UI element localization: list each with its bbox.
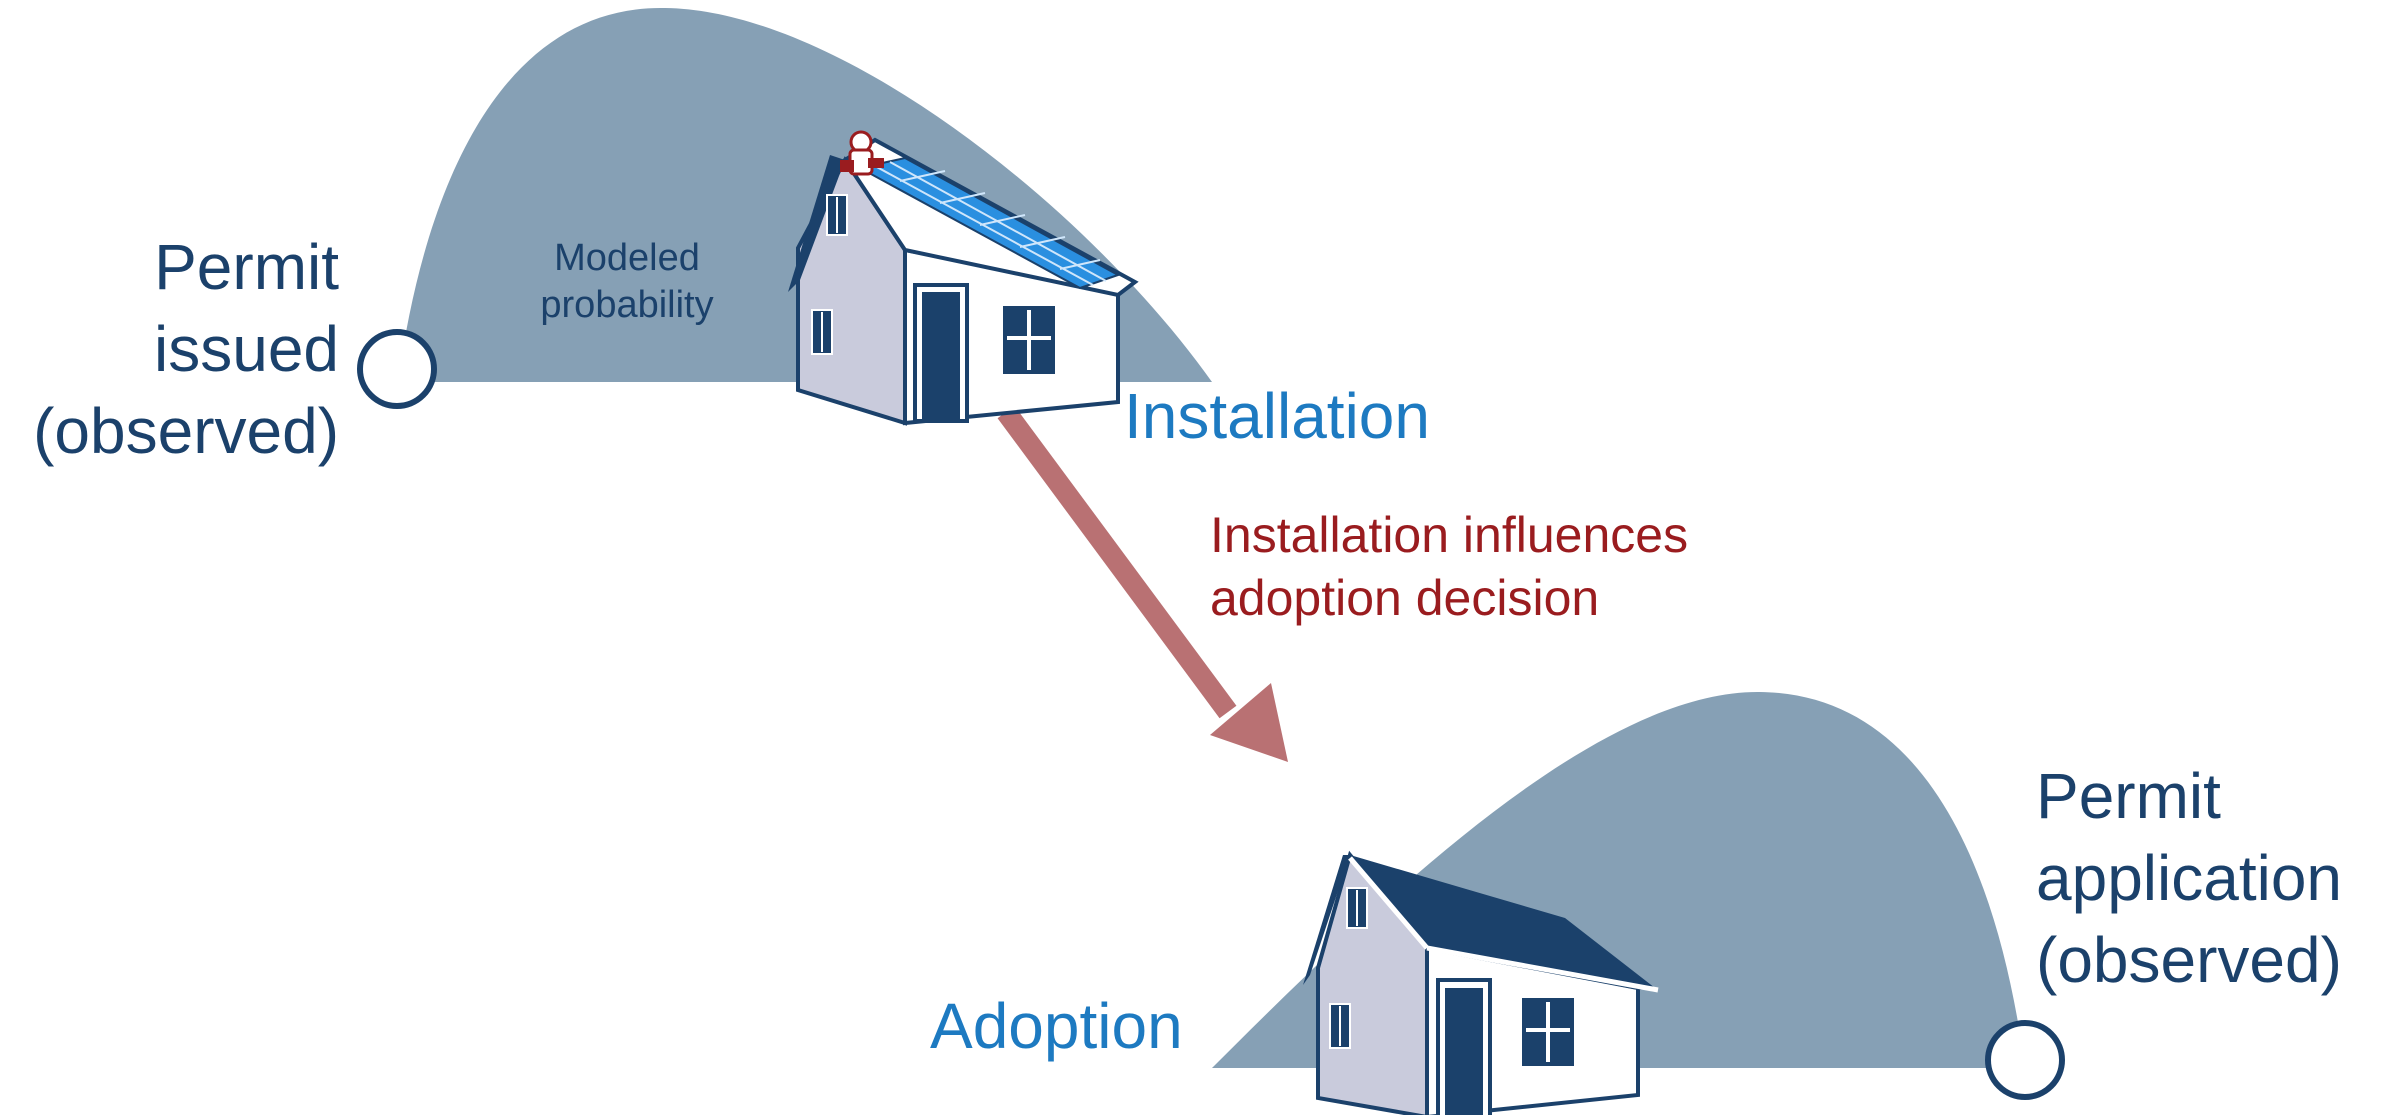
- permit-issued-label: Permit issued (observed): [33, 226, 339, 472]
- influence-line-2: adoption decision: [1210, 570, 1600, 626]
- installation-label: Installation: [1124, 375, 1430, 457]
- influence-line-1: Installation influences: [1210, 507, 1689, 563]
- modeled-probability-label: Modeled probability: [532, 235, 722, 329]
- observation-marker-icon: [357, 329, 437, 409]
- permit-application-line-2: application: [2036, 842, 2342, 914]
- worker-icon: [840, 130, 884, 176]
- modeled-probability-line-1: Modeled: [554, 237, 700, 279]
- permit-application-line-1: Permit: [2036, 760, 2221, 832]
- installation-text: Installation: [1124, 380, 1430, 452]
- permit-issued-line-3: (observed): [33, 395, 339, 467]
- permit-application-line-3: (observed): [2036, 924, 2342, 996]
- adoption-text: Adoption: [930, 990, 1183, 1062]
- house-icon: [1303, 850, 1659, 1115]
- modeled-probability-line-2: probability: [540, 284, 714, 326]
- observation-marker-icon: [1985, 1020, 2065, 1100]
- permit-application-label: Permit application (observed): [2036, 755, 2342, 1001]
- influence-arrow: [997, 405, 1288, 762]
- influence-label: Installation influences adoption decisio…: [1210, 504, 1688, 630]
- permit-issued-line-1: Permit: [154, 231, 339, 303]
- adoption-label: Adoption: [930, 985, 1183, 1067]
- permit-issued-line-2: issued: [154, 313, 339, 385]
